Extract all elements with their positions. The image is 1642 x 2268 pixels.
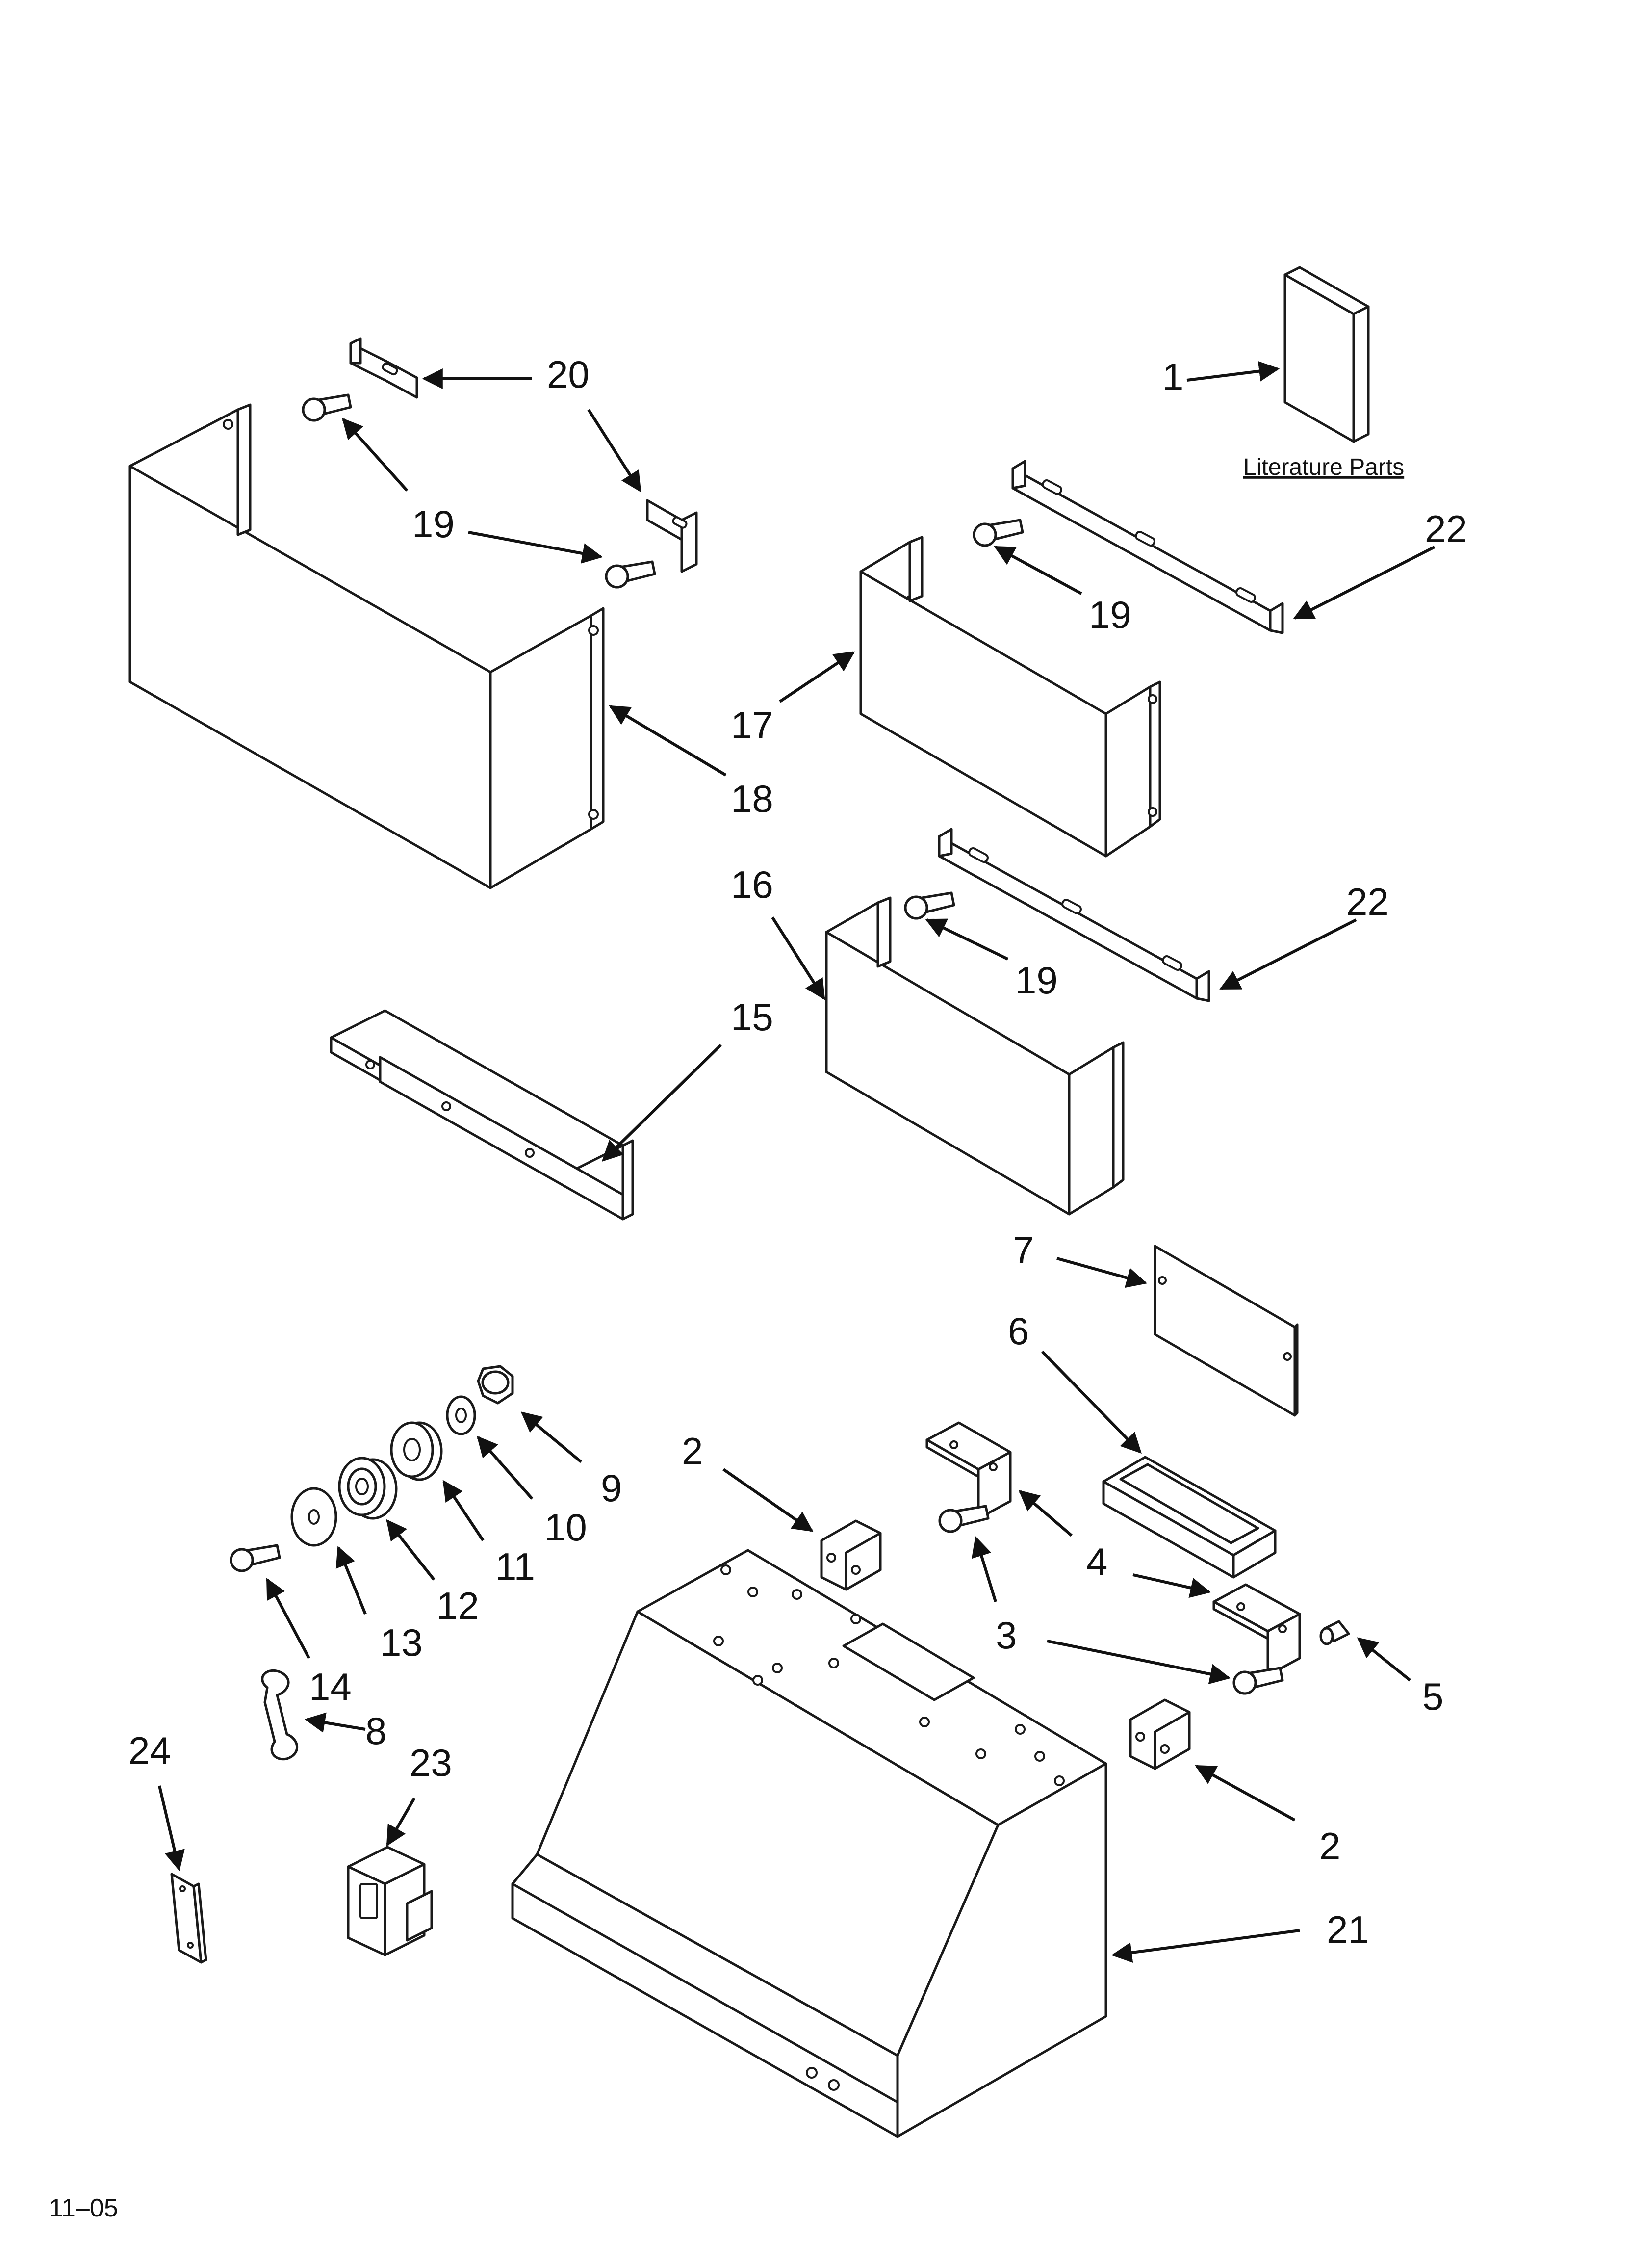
control-box-23 <box>347 1846 433 1956</box>
bushing-12 <box>338 1457 398 1520</box>
callout-7: 7 <box>1013 1228 1034 1272</box>
callout-2-b: 2 <box>1319 1825 1340 1868</box>
callout-19-a: 19 <box>412 502 455 546</box>
callout-22-b: 22 <box>1346 880 1389 923</box>
leader-14 <box>266 1578 310 1659</box>
callout-4: 4 <box>1086 1540 1107 1583</box>
leader-18 <box>609 705 727 777</box>
screw-19-c <box>973 519 1024 547</box>
leader-17 <box>779 651 855 703</box>
leader-3b <box>1047 1640 1231 1685</box>
leader-24 <box>158 1785 185 1872</box>
clip-2-upper <box>820 1519 882 1591</box>
plate-24 <box>170 1873 207 1964</box>
screw-19-b <box>605 560 656 589</box>
channel-bracket-15 <box>330 1009 634 1221</box>
leader-10 <box>477 1435 534 1500</box>
callout-10: 10 <box>544 1506 587 1549</box>
duct-cover-18 <box>128 403 605 889</box>
leader-19a <box>342 417 409 492</box>
leader-22b <box>1219 918 1357 990</box>
callout-2-a: 2 <box>682 1430 703 1473</box>
duct-cover-17 <box>859 536 1161 858</box>
leader-8 <box>304 1712 366 1733</box>
leader-19d <box>925 918 1009 961</box>
screw-3-b <box>1232 1667 1284 1695</box>
callout-19-c: 19 <box>1089 593 1131 636</box>
revision-code: 11–05 <box>49 2194 118 2222</box>
callout-11: 11 <box>495 1545 535 1588</box>
literature-parts-label: Literature Parts <box>1243 454 1404 480</box>
nut-9 <box>477 1365 514 1405</box>
leader-2b <box>1195 1765 1296 1822</box>
leader-13 <box>335 1546 367 1615</box>
leader-7 <box>1056 1257 1148 1288</box>
callout-14: 14 <box>309 1665 352 1708</box>
leader-5 <box>1357 1637 1411 1682</box>
leader-21 <box>1111 1929 1300 1963</box>
leader-1 <box>1186 361 1280 382</box>
wire-clip-8 <box>261 1669 299 1761</box>
grommet-11 <box>390 1421 443 1481</box>
callout-12: 12 <box>436 1584 479 1627</box>
washer-10 <box>446 1395 476 1435</box>
leader-15 <box>601 1043 722 1162</box>
screw-14 <box>230 1544 281 1572</box>
clip-2-lower <box>1129 1698 1191 1770</box>
callout-17: 17 <box>731 704 773 747</box>
callout-20: 20 <box>547 353 590 396</box>
leader-2a <box>722 1468 814 1532</box>
screw-3-a <box>938 1505 990 1533</box>
leader-6 <box>1041 1350 1142 1454</box>
leader-16 <box>771 916 825 1000</box>
callout-9: 9 <box>601 1466 622 1510</box>
callout-21: 21 <box>1327 1908 1369 1951</box>
bracket-22-top <box>1011 460 1284 634</box>
callout-22-a: 22 <box>1425 507 1467 550</box>
callout-24: 24 <box>128 1729 171 1772</box>
leader-22a <box>1293 546 1436 620</box>
callout-15: 15 <box>731 995 773 1039</box>
callout-5: 5 <box>1422 1675 1443 1718</box>
bracket-20-top <box>349 337 418 399</box>
callout-19-d: 19 <box>1015 959 1058 1002</box>
pin-5 <box>1319 1620 1350 1645</box>
leader-19c <box>994 546 1082 595</box>
duct-cover-16 <box>825 896 1125 1216</box>
hood-body-21 <box>511 1549 1107 2138</box>
leader-9 <box>520 1411 582 1463</box>
leader-11 <box>442 1480 485 1541</box>
leader-12 <box>386 1519 436 1581</box>
leader-4a <box>1018 1490 1073 1537</box>
callout-13: 13 <box>380 1621 423 1664</box>
disc-13 <box>290 1487 337 1547</box>
bracket-22-middle <box>938 828 1210 1002</box>
leader-20b <box>587 409 641 493</box>
filter-tray-6 <box>1102 1456 1277 1579</box>
screw-19-d <box>904 891 955 920</box>
leader-3a <box>972 1536 997 1602</box>
callout-18: 18 <box>731 777 773 820</box>
bracket-4-lower <box>1212 1583 1301 1677</box>
plate-7 <box>1154 1245 1299 1417</box>
bracket-4-upper <box>925 1421 1012 1520</box>
callout-16: 16 <box>731 863 773 906</box>
callout-1: 1 <box>1162 355 1183 398</box>
leader-19b <box>468 531 603 564</box>
callout-8: 8 <box>365 1709 386 1752</box>
callout-6: 6 <box>1008 1309 1029 1353</box>
bracket-20-right <box>646 499 698 573</box>
leader-4b <box>1132 1573 1211 1598</box>
callout-23: 23 <box>410 1741 452 1784</box>
callout-3: 3 <box>996 1614 1017 1657</box>
leader-23 <box>386 1797 416 1847</box>
literature-book <box>1283 266 1370 443</box>
screw-19-a <box>302 393 352 422</box>
